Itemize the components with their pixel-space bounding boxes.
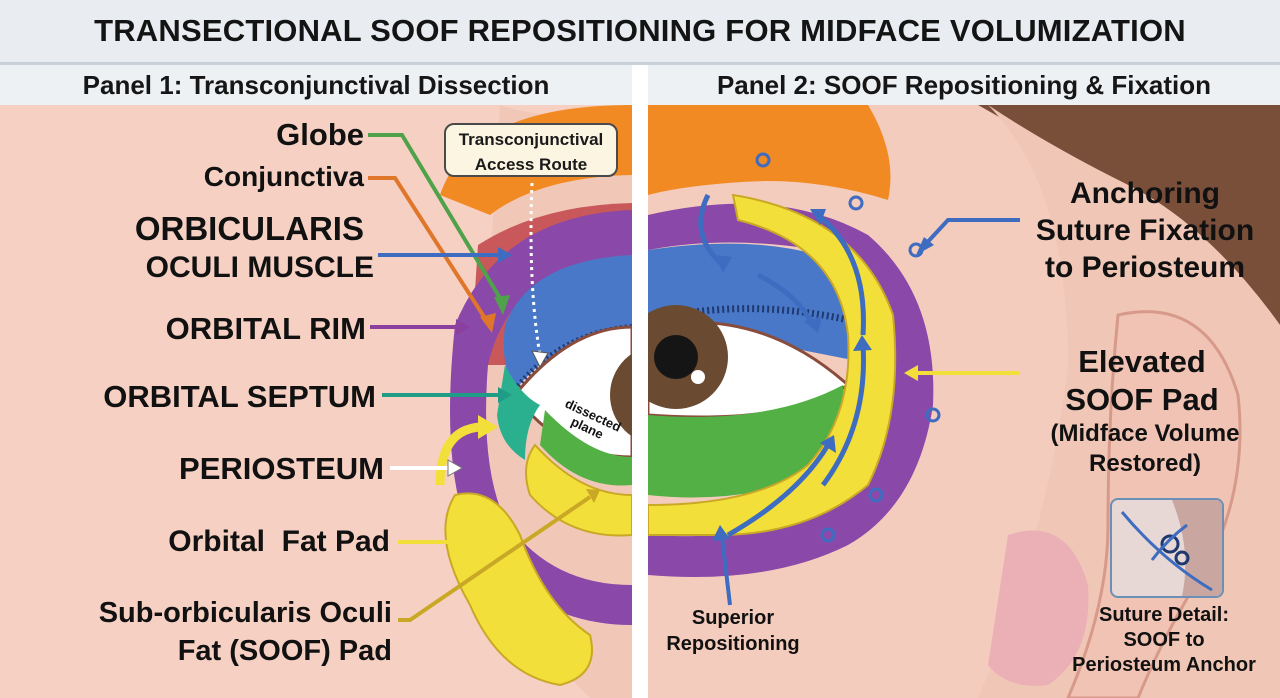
anchoring-line-2: Suture Fixation (1035, 214, 1255, 247)
label-soof-line-1: Sub-orbicularis Oculi (98, 597, 392, 629)
soof-leader (398, 495, 592, 622)
panel-1-title: Panel 1: Transconjunctival Dissection (0, 65, 632, 105)
anchoring-line-3: to Periosteum (1044, 251, 1246, 284)
label-elevated-soof: Elevated SOOF Pad (1022, 343, 1262, 419)
orbicularis-shape (648, 243, 878, 365)
label-orbicularis-line-1: ORBICULARIS (134, 210, 364, 247)
label-orbital-fat-pad: Orbital Fat Pad (168, 525, 390, 558)
brow-band (648, 105, 891, 200)
panel-divider (632, 65, 648, 698)
green-layer-shape (648, 385, 844, 498)
conjunctiva-leader (368, 176, 490, 325)
label-orbital-septum: ORBITAL SEPTUM (103, 379, 376, 414)
hair-shape (978, 105, 1280, 325)
repositioning-arrows (698, 193, 866, 538)
elevated-line-4: Restored) (1088, 450, 1202, 477)
panel-1: Panel 1: Transconjunctival Dissection Tr… (0, 65, 632, 698)
label-soof-line-2: Fat (SOOF) Pad (177, 635, 392, 667)
anchoring-line-1: Anchoring (1070, 177, 1220, 210)
panel-2: Panel 2: SOOF Repositioning & Fixation A… (648, 65, 1280, 698)
suture-detail-line-3: Periosteum Anchor (1072, 654, 1256, 676)
superior-leader (720, 536, 732, 606)
suture-detail-inset (1110, 498, 1224, 598)
label-conjunctiva: Conjunctiva (203, 161, 364, 192)
suture-knots (755, 152, 941, 543)
soof-shape (525, 443, 632, 537)
globe-leader (368, 133, 505, 305)
label-superior-repositioning: Superior Repositioning (650, 605, 816, 657)
panel-2-title: Panel 2: SOOF Repositioning & Fixation (648, 65, 1280, 105)
label-globe: Globe (276, 117, 364, 152)
label-orbicularis-line-2: OCULI MUSCLE (145, 251, 374, 284)
suture-detail-illustration (1120, 500, 1222, 596)
diagram-title: TRANSECTIONAL SOOF REPOSITIONING FOR MID… (0, 0, 1280, 65)
callout-line-1: Transconjunctival (458, 130, 604, 149)
label-periosteum: PERIOSTEUM (179, 451, 384, 486)
callout-line-2: Access Route (474, 155, 588, 174)
septum-shape (497, 365, 540, 460)
label-orbital-rim: ORBITAL RIM (165, 311, 366, 346)
label-suture-detail: Suture Detail: SOOF to Periosteum Anchor (1048, 603, 1280, 678)
access-route-dotted (529, 182, 542, 356)
anchoring-leader (921, 218, 1020, 249)
dissected-plane-shape (540, 410, 632, 486)
superior-line-2: Repositioning (666, 633, 800, 655)
superior-line-1: Superior (691, 607, 775, 629)
label-anchoring: Anchoring Suture Fixation to Periosteum (1022, 175, 1268, 286)
suture-detail-line-2: SOOF to (1123, 629, 1205, 651)
label-elevated-sub: (Midface Volume Restored) (1032, 419, 1258, 479)
access-route-callout: Transconjunctival Access Route (444, 123, 618, 177)
elevated-line-3: (Midface Volume (1050, 420, 1240, 447)
elevated-line-1: Elevated (1078, 344, 1206, 379)
elevated-line-2: SOOF Pad (1065, 382, 1219, 417)
leader-lines (368, 133, 600, 622)
suture-detail-line-1: Suture Detail: (1098, 604, 1230, 626)
